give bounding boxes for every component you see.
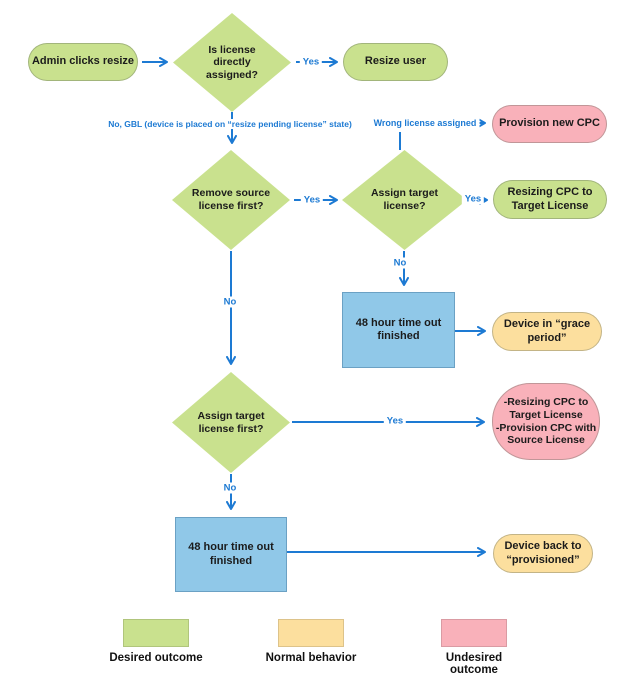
node-device-back-to-provisioned: Device back to “provisioned” [493, 534, 593, 573]
legend-swatch-undesired [441, 619, 507, 647]
legend-item-normal: Normal behavior [261, 619, 361, 664]
edge-label-no-assign-target: No [390, 257, 410, 269]
legend-swatch-normal [278, 619, 344, 647]
node-provision-new-cpc: Provision new CPC [492, 105, 607, 143]
edge-label-yes-license-assigned: Yes [299, 56, 323, 68]
node-48-hour-timeout-1: 48 hour time out finished [342, 292, 455, 368]
legend-label-normal: Normal behavior [265, 652, 357, 664]
edge-label-yes-assign-target-first: Yes [383, 415, 407, 427]
legend-label-desired: Desired outcome [109, 652, 203, 664]
node-admin-clicks-resize: Admin clicks resize [28, 43, 138, 81]
edge-label-no-remove-source: No [220, 296, 240, 308]
legend-swatch-desired [123, 619, 189, 647]
legend-item-desired: Desired outcome [106, 619, 206, 664]
legend-label-undesired: Undesired outcome [445, 652, 503, 676]
edge-label-no-assign-target-first: No [220, 482, 240, 494]
edge-label-wrong-license-assigned: Wrong license assigned [370, 118, 480, 128]
edge-label-no-gbl-resize-pending: No, GBL (device is placed on “resize pen… [105, 119, 355, 129]
node-48-hour-timeout-2: 48 hour time out finished [175, 517, 287, 592]
node-resizing-cpc-to-target-license: Resizing CPC to Target License [493, 180, 607, 219]
node-device-in-grace-period: Device in “grace period” [492, 312, 602, 351]
legend-item-undesired: Undesired outcome [424, 619, 524, 676]
node-resize-user: Resize user [343, 43, 448, 81]
edge-label-yes-remove-source: Yes [300, 194, 324, 206]
edge-label-yes-assign-target: Yes [461, 193, 485, 205]
node-resizing-and-provision-cpc: -Resizing CPC to Target License -Provisi… [492, 383, 600, 460]
